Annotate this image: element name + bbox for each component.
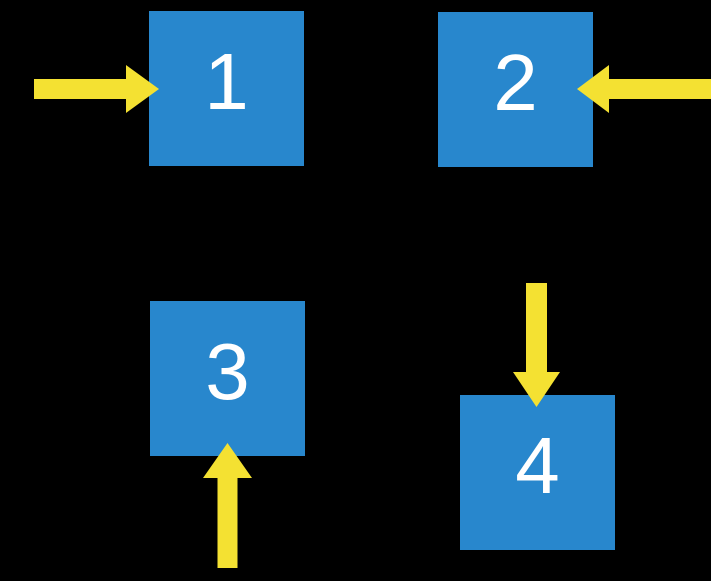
box-2: 2: [438, 12, 593, 167]
down-arrow-icon: [513, 283, 560, 407]
box-4: 4: [460, 395, 615, 550]
box-4-label: 4: [515, 420, 560, 510]
box-1: 1: [149, 11, 304, 166]
up-arrow-icon: [203, 443, 252, 568]
box-2-label: 2: [493, 37, 538, 127]
right-arrow-icon: [34, 65, 159, 113]
left-arrow-icon: [577, 65, 711, 113]
box-1-label: 1: [204, 36, 249, 126]
box-3-label: 3: [205, 326, 250, 416]
box-3: 3: [150, 301, 305, 456]
